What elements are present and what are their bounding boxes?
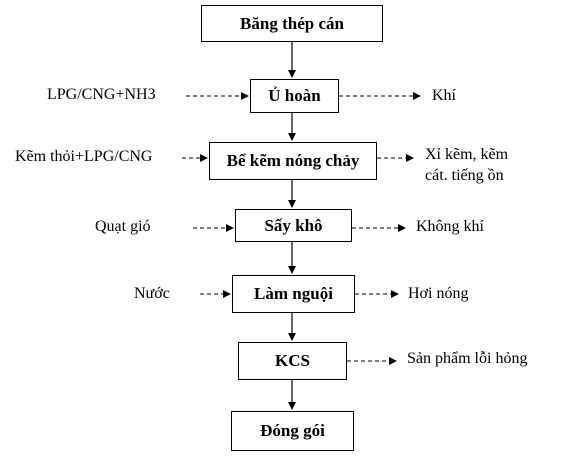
step-dong-goi: Đóng gói <box>231 411 354 451</box>
step-kcs: KCS <box>238 342 347 380</box>
output-label-lam-nguoi: Hơi nóng <box>408 285 469 302</box>
output-label-be-kem-line1: Xỉ kẽm, kẽm <box>425 146 509 163</box>
step-say-kho: Sấy khô <box>235 209 352 242</box>
output-label-be-kem-line2: cát. tiếng ồn <box>425 167 504 184</box>
output-label-kcs: Sản phẩm lỗi hỏng <box>407 350 528 367</box>
step-be-kem-nong-chay: Bể kẽm nóng chảy <box>209 142 377 180</box>
input-label-be-kem: Kẽm thỏi+LPG/CNG <box>15 148 153 165</box>
step-bang-thep-can: Băng thép cán <box>201 5 383 42</box>
input-label-lam-nguoi: Nước <box>134 285 170 302</box>
input-label-say-kho: Quạt gió <box>95 218 151 235</box>
output-label-say-kho: Không khí <box>416 218 484 235</box>
input-label-u-hoan: LPG/CNG+NH3 <box>47 86 156 103</box>
step-lam-nguoi: Làm nguội <box>232 275 355 313</box>
output-label-u-hoan: Khí <box>432 87 456 104</box>
step-u-hoan: Ủ hoàn <box>250 79 339 113</box>
